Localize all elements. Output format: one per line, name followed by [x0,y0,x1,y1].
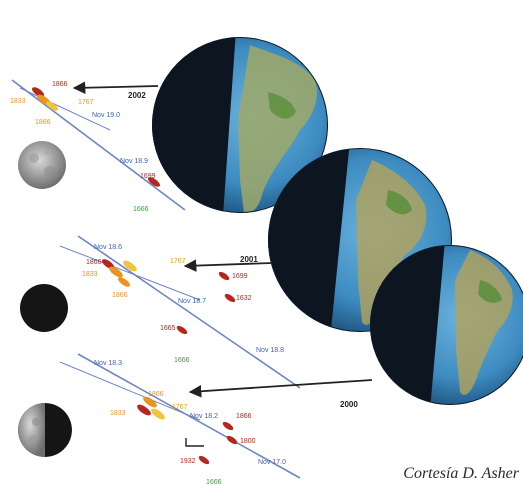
dust-blob [123,260,137,272]
dust-label: 1833 [110,410,126,417]
dust-blob [143,396,157,408]
new-moon-icon [20,284,68,332]
dust-blob [109,266,123,278]
dust-blob [137,404,151,416]
dust-label: 1666 [133,206,149,213]
trail-label: Nov 18.3 [94,360,122,367]
dust-label: 1767 [172,404,188,411]
panel-2002: 2002 1866 1833 1767 1866 1699 1666 Nov 1… [10,79,186,213]
dust-label: 1833 [10,98,26,105]
pointer-mark [185,438,204,447]
dust-label: 1699 [232,273,248,280]
dust-blob [101,259,115,269]
trail-label: Nov 18.7 [178,298,206,305]
dust-trail-line [19,87,111,131]
trail-label: Nov 18.6 [94,244,122,251]
full-moon-icon [18,141,66,189]
year-label: 2001 [240,255,258,264]
dust-blob [31,87,45,97]
earth-arrow [72,81,159,95]
dust-label: 1866 [236,413,252,420]
dust-blob [118,277,130,287]
dust-label: 1767 [78,99,94,106]
trail-label: Nov 19.0 [92,112,120,119]
quarter-moon-icon [18,403,72,457]
trail-label: Nov 18.8 [256,347,284,354]
trail-label: Nov 17.0 [258,459,286,466]
dust-label: 1932 [180,458,196,465]
dust-label: 1866 [112,292,128,299]
dust-label: 1665 [160,325,176,332]
dust-blob [46,101,58,111]
dust-label: 1866 [86,259,102,266]
dust-blob [224,293,236,303]
dust-label: 1866 [148,391,164,398]
dust-label: 1699 [140,173,156,180]
dust-blob [218,271,230,281]
dust-blob [176,325,188,335]
dust-blob [148,177,160,187]
earth-arrow [188,379,373,398]
dust-label: 1866 [35,119,51,126]
dust-trail-line [59,361,201,421]
year-label: 2002 [128,91,146,100]
dust-blob [198,455,210,465]
panel-2001: 2001 1866 1833 1767 1866 1699 1632 1665 … [20,235,301,389]
dust-blob [151,408,165,420]
panel-2000: 2000 1866 1833 1767 1866 1800 1932 1666 … [18,353,373,486]
dust-label: 1666 [174,357,190,364]
trail-label: Nov 18.2 [190,413,218,420]
dust-blob [222,421,234,431]
dust-label: 1666 [206,479,222,486]
dust-trail-line [59,245,201,301]
trail-label: Nov 18.9 [120,158,148,165]
dust-label: 1833 [82,271,98,278]
image-credit: Cortesía D. Asher [399,465,519,483]
earth-globe-2002 [152,37,328,213]
dust-trail-line [77,235,301,389]
dust-label: 1800 [240,438,256,445]
earth-arrow [183,259,273,272]
dust-blob [226,435,238,445]
dust-label: 1866 [52,81,68,88]
dust-label: 1632 [236,295,252,302]
year-label: 2000 [340,400,358,409]
dust-label: 1767 [170,258,186,265]
dust-trail-line [77,353,301,479]
